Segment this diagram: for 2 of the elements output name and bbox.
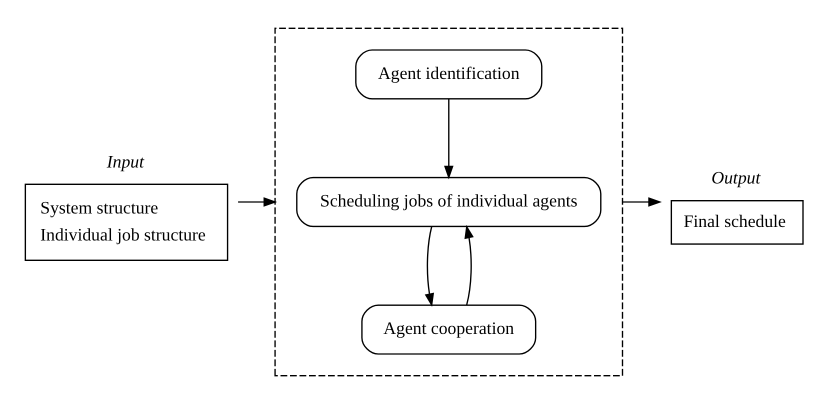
node-label: Input bbox=[106, 150, 144, 171]
node-label: Output bbox=[711, 167, 760, 188]
